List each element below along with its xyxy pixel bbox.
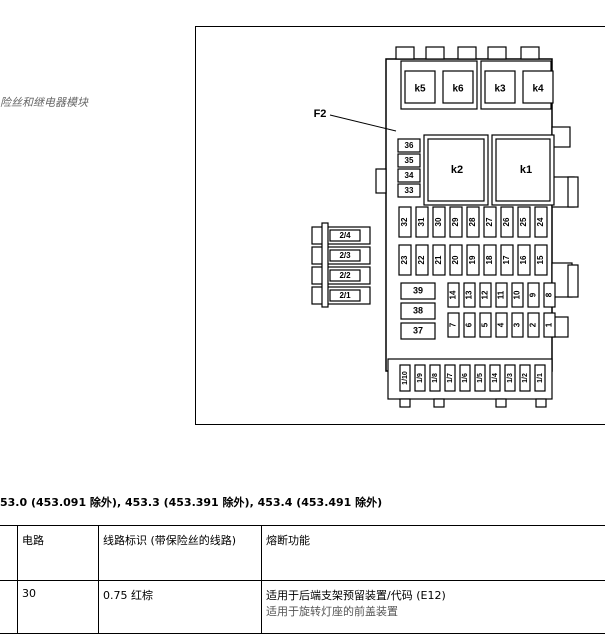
- fuse-2-label: 2: [529, 322, 538, 327]
- fuse-27-label: 27: [485, 217, 494, 226]
- function-line: 适用于旋转灯座的前盖装置: [266, 603, 605, 619]
- fuse-39-label: 39: [413, 285, 423, 295]
- fuse-1-4-label: 1/4: [492, 373, 499, 383]
- fuse-2-1-label: 2/1: [339, 291, 351, 300]
- mounting-foot: [400, 399, 410, 407]
- fuse-1-label: 1: [545, 322, 554, 327]
- pointer-label-f2: F2: [314, 108, 327, 120]
- relay-k3-label: k3: [494, 84, 506, 95]
- fuse-23-label: 23: [400, 255, 409, 264]
- fuse-21-label: 21: [434, 255, 443, 264]
- fuse-36-label: 36: [405, 141, 414, 150]
- fuse-1-1-label: 1/1: [537, 373, 544, 383]
- mounting-foot: [496, 399, 506, 407]
- fuse-14-label: 14: [449, 290, 458, 299]
- fuse-16-label: 16: [519, 255, 528, 264]
- mounting-foot: [536, 399, 546, 407]
- fuse-34-label: 34: [405, 171, 414, 180]
- fuse-1-2-label: 1/2: [522, 373, 529, 383]
- fuse-1-5-label: 1/5: [477, 373, 484, 383]
- fuse-13-label: 13: [465, 290, 474, 299]
- fuse-20-label: 20: [451, 255, 460, 264]
- function-line: 适用于后端支架预留装置/代码 (E12): [266, 587, 605, 603]
- mounting-tab: [396, 47, 414, 59]
- relay-k5-label: k5: [414, 84, 426, 95]
- fuse-4-label: 4: [497, 322, 506, 327]
- fuse-32-label: 32: [400, 217, 409, 226]
- fuse-25-label: 25: [519, 217, 528, 226]
- fuse-1-6-label: 1/6: [462, 373, 469, 383]
- cell-index: [0, 581, 18, 634]
- fuse-35-label: 35: [405, 156, 414, 165]
- mounting-tab: [521, 47, 539, 59]
- mounting-tab: [488, 47, 506, 59]
- mounting-tab: [426, 47, 444, 59]
- side-clip: [552, 127, 570, 147]
- fuse-19-label: 19: [468, 255, 477, 264]
- side-fuse-bracket: [322, 223, 328, 307]
- fuse-2-2-label: 2/2: [339, 271, 351, 280]
- fuse-8-label: 8: [545, 292, 554, 297]
- fuse-26-label: 26: [502, 217, 511, 226]
- fuse-1-8-label: 1/8: [432, 373, 439, 383]
- fuse-28-label: 28: [468, 217, 477, 226]
- cell-function: 适用于后端支架预留装置/代码 (E12) 适用于旋转灯座的前盖装置: [262, 581, 605, 634]
- section-heading: 53.0 (453.091 除外), 453.3 (453.391 除外), 4…: [0, 494, 382, 510]
- side-clip: [568, 265, 578, 297]
- fuse-10-label: 10: [513, 290, 522, 299]
- header-cell: [0, 526, 18, 581]
- mounting-foot: [434, 399, 444, 407]
- relay-k4-label: k4: [532, 84, 544, 95]
- fuse-7-label: 7: [449, 322, 458, 327]
- header-function: 熔断功能: [262, 526, 605, 581]
- fuse-5-label: 5: [481, 322, 490, 327]
- header-circuit: 电路: [18, 526, 99, 581]
- side-clip: [568, 177, 578, 207]
- figure-caption: 险丝和继电器模块: [0, 94, 88, 110]
- fuse-31-label: 31: [417, 217, 426, 226]
- fuse-1-9-label: 1/9: [417, 373, 424, 383]
- fuse-2-4-label: 2/4: [339, 231, 351, 240]
- fuse-29-label: 29: [451, 217, 460, 226]
- fuse-15-label: 15: [536, 255, 545, 264]
- side-clip: [376, 169, 386, 193]
- fuse-38-label: 38: [413, 305, 423, 315]
- relay-k2-label: k2: [451, 164, 463, 176]
- fuse-2-3-label: 2/3: [339, 251, 351, 260]
- fuse-1-7-label: 1/7: [447, 373, 454, 383]
- fuse-3-label: 3: [513, 322, 522, 327]
- fuse-12-label: 12: [481, 290, 490, 299]
- cell-wire: 0.75 红棕: [99, 581, 262, 634]
- table-header-row: 电路 线路标识 (带保险丝的线路) 熔断功能: [0, 526, 605, 581]
- fuse-33-label: 33: [405, 186, 414, 195]
- relay-k6-label: k6: [452, 84, 464, 95]
- mounting-tab: [458, 47, 476, 59]
- fuse-table: 电路 线路标识 (带保险丝的线路) 熔断功能 30 0.75 红棕 适用于后端支…: [0, 525, 605, 634]
- fuse-1-3-label: 1/3: [507, 373, 514, 383]
- fuse-18-label: 18: [485, 255, 494, 264]
- cell-circuit: 30: [18, 581, 99, 634]
- fuse-37-label: 37: [413, 325, 423, 335]
- fuse-22-label: 22: [417, 255, 426, 264]
- fuse-24-label: 24: [536, 217, 545, 226]
- fuse-11-label: 11: [497, 290, 506, 299]
- fuse-30-label: 30: [434, 217, 443, 226]
- relay-k1-label: k1: [520, 164, 532, 176]
- fuse-17-label: 17: [502, 255, 511, 264]
- table-row: 30 0.75 红棕 适用于后端支架预留装置/代码 (E12) 适用于旋转灯座的…: [0, 581, 605, 634]
- fuse-6-label: 6: [465, 322, 474, 327]
- fuse-1-10-label: 1/10: [402, 371, 409, 385]
- header-wire-id: 线路标识 (带保险丝的线路): [99, 526, 262, 581]
- fuse-9-label: 9: [529, 292, 538, 297]
